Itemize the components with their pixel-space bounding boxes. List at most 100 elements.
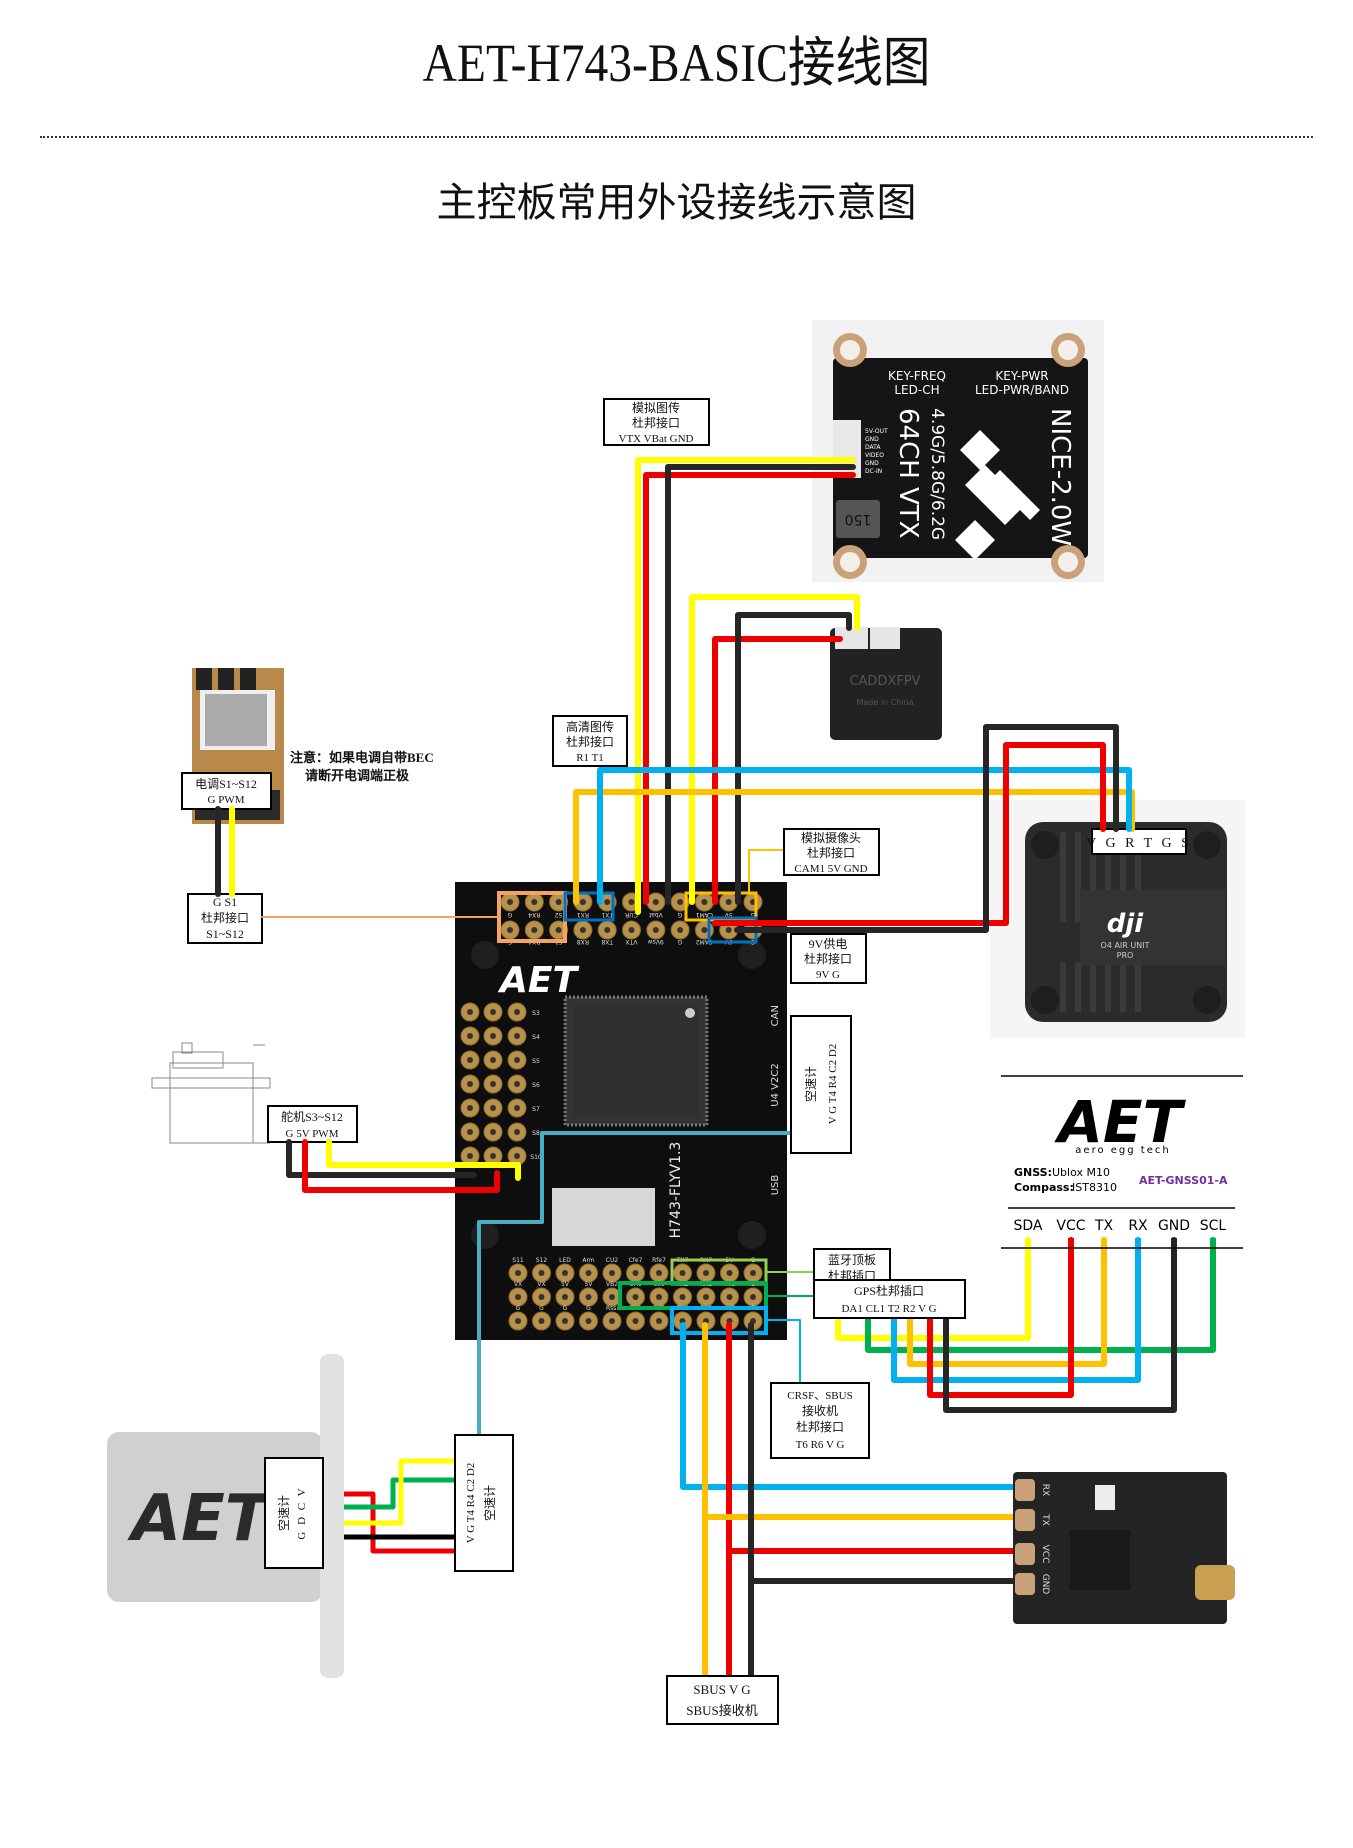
fc-pin-top1-1: RX4 <box>528 911 540 918</box>
fc-pin-bot1-2: LED <box>559 1257 571 1264</box>
fc-pin-bot1-6: Rfe7 <box>652 1257 666 1264</box>
fc-pad-servo-g-1-hole <box>467 1033 473 1039</box>
pitot-label-pins: G D C V <box>296 1486 308 1539</box>
camera-origin: Made in China <box>856 698 913 707</box>
fc-pad-servo-s-2-hole <box>514 1057 520 1063</box>
pitot-label-box: 空速计 G D C V <box>264 1457 324 1569</box>
airspeed-remote-label-box: V G T4 R4 C2 D2 空速计 <box>454 1434 514 1572</box>
fc-pad-bot1-9-hole <box>726 1270 733 1276</box>
wire-airspeed-i2c <box>477 1131 794 1437</box>
esc-bec-note-line2: 请断开电调端正极 <box>305 768 410 783</box>
gnss-pin-gnd: GND <box>1158 1218 1190 1234</box>
analog-vtx-pins: VTX VBat GND <box>619 433 694 445</box>
fc-pad-bot2-6-hole <box>656 1294 662 1300</box>
fc-pad-top1-7-hole <box>677 899 684 905</box>
receiver-pin-vcc: VCC <box>1040 1545 1050 1564</box>
vtx-pin-gnd: GND <box>865 436 879 443</box>
o4-model-suffix: PRO <box>1117 951 1134 960</box>
wire-vtx-gnd <box>665 464 856 905</box>
airspeed-fc-label-box: 空速计 V G T4 R4 C2 D2 <box>790 1015 852 1154</box>
wire-cam-signal <box>689 594 860 905</box>
fc-pad-servo-v-2-hole <box>490 1057 496 1063</box>
fc-pin-servo-6: S10 <box>530 1154 542 1161</box>
gnss-model: AET-GNSS01-A <box>1139 1174 1228 1187</box>
fc-pad-servo-g-4-hole <box>467 1105 473 1111</box>
gnss-pin-rx: RX <box>1128 1218 1148 1234</box>
o4-pin-labels: V G R T G S <box>1086 836 1192 851</box>
crsf-label-box: CRSF、SBUS 接收机 杜邦接口 T6 R6 V G <box>770 1382 870 1459</box>
fc-pin-servo-0: S3 <box>532 1010 540 1017</box>
gnss-pin-wire-scl <box>1210 1238 1216 1248</box>
sbus-title: SBUS接收机 <box>686 1703 758 1718</box>
fc-pad-servo-v-0-hole <box>490 1009 496 1015</box>
gnss-pin-wire-tx <box>1101 1238 1107 1248</box>
fc-pad-bot2-4-hole <box>609 1294 615 1300</box>
fc-pad-servo-g-0-hole <box>467 1009 473 1015</box>
fc-pin-bot1-4: CU2 <box>606 1257 619 1264</box>
fc-logo: AET <box>497 960 579 1001</box>
fc-pad-bot2-2-hole <box>562 1294 568 1300</box>
fc-pad-top2-9-hole <box>725 927 732 933</box>
fc-pin-top1-6: Vbat <box>648 911 663 918</box>
wire-pitot-c <box>319 1477 460 1510</box>
fc-pad-bot2-1-hole <box>538 1294 545 1300</box>
esc-bec-note-line1: 注意：如果电调自带BEC <box>290 750 434 765</box>
wire-pitot-d <box>319 1458 460 1526</box>
gnss-value: Ublox M10 <box>1052 1166 1110 1179</box>
gnss-pin-sda: SDA <box>1014 1218 1043 1234</box>
vtx-pin-gnd2: GND <box>865 460 879 467</box>
receiver-pin-rx: RX <box>1040 1484 1050 1496</box>
fc-pin-top1-8: CAM1 <box>696 911 713 918</box>
vtx-led-ch: LED-CH <box>894 383 939 397</box>
fc-pin-top1-3: RX1 <box>577 911 589 918</box>
analog-vtx-title: 模拟图传 <box>632 400 680 415</box>
gnss-key: GNSS: <box>1014 1166 1052 1179</box>
esc-label-title: 电调S1~S12 <box>195 777 257 791</box>
fc-pin-top1-9: 5V <box>724 911 733 918</box>
hd-vtx-label-box: 高清图传 杜邦接口 R1 T1 <box>552 715 628 767</box>
analog-cam-type: 杜邦接口 <box>807 845 855 860</box>
fc-pad-servo-s-3-hole <box>514 1081 520 1087</box>
fc-pad-bot2-5-hole <box>632 1294 639 1300</box>
fc-pad-top2-6-hole <box>652 927 659 933</box>
crsf-type: 接收机 <box>802 1403 838 1418</box>
analog-cam-label-box: 模拟摄像头 杜邦接口 CAM1 5V GND <box>783 828 880 876</box>
servo-label-box: 舵机S3~S12 G 5V PWM <box>267 1105 358 1143</box>
crsf-title: CRSF、SBUS <box>787 1390 852 1402</box>
esc-label-box: 电调S1~S12 G PWM <box>181 772 272 810</box>
dotted-divider <box>40 136 1313 138</box>
wire-gps-gnd <box>943 1237 1177 1413</box>
servo-drawing <box>151 1042 271 1144</box>
power-9v-label-box: 9V供电 杜邦接口 9V G <box>790 933 867 984</box>
pitot-label-title: 空速计 <box>277 1495 291 1531</box>
power-9v-title: 9V供电 <box>809 937 848 951</box>
vtx-inductor-label: 150 <box>845 511 872 527</box>
esc-header-label-box: G S1 杜邦接口 S1~S12 <box>187 893 263 944</box>
fc-pad-top1-0-hole <box>507 899 513 905</box>
vtx-led-pwr-band: LED-PWR/BAND <box>975 383 1069 397</box>
wire-receiver-leader <box>765 1319 801 1384</box>
fc-pad-servo-v-1-hole <box>490 1033 496 1039</box>
fc-pin-top1-10: G <box>750 911 755 918</box>
servo-label-pins: G 5V PWM <box>286 1128 339 1140</box>
wire-vtx-video <box>635 457 856 915</box>
gnss-pin-wire-gnd <box>1171 1238 1177 1248</box>
fc-pad-servo-v-3-hole <box>490 1081 496 1087</box>
fc-pin-bot3-0: G <box>516 1305 521 1312</box>
hd-vtx-header-highlight <box>563 891 615 922</box>
airspeed-fc-pins: V G T4 R4 C2 D2 <box>827 1044 839 1125</box>
fc-pin-servo-5: S8 <box>532 1130 540 1137</box>
gnss-pin-tx: TX <box>1094 1218 1114 1234</box>
fc-pin-bot3-2: G <box>563 1305 568 1312</box>
fc-pad-servo-v-5-hole <box>490 1129 496 1135</box>
fc-pad-bot1-8-hole <box>703 1270 709 1276</box>
vtx-bands: 4.9G/5.8G/6.2G <box>927 408 947 540</box>
fc-pad-top1-5-hole <box>628 899 635 905</box>
o4-model: O4 AIR UNIT <box>1101 941 1150 950</box>
fc-pad-top2-4-hole <box>604 927 611 933</box>
vtx-channels: 64CH VTX <box>893 408 923 539</box>
camera-brand: CADDXFPV <box>849 674 920 689</box>
fc-u4-label: U4 V2C2 <box>770 1063 781 1106</box>
